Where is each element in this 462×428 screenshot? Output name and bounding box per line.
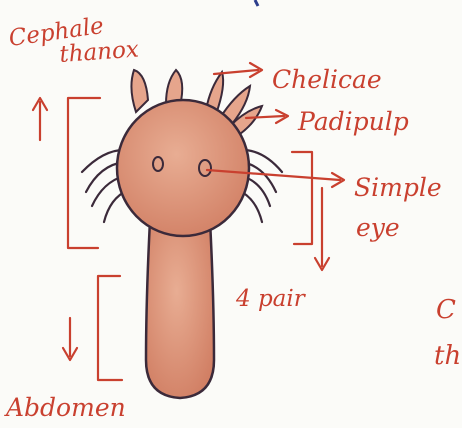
label-simple-eye-line2: eye (356, 213, 400, 242)
label-cephalothorax-line2: thanox (59, 37, 140, 68)
label-abdomen: Abdomen (4, 393, 126, 422)
bracket-legs (292, 152, 312, 244)
label-chelicerae: Chelicae (272, 65, 382, 94)
label-pedipalp: Padipulp (297, 107, 409, 136)
abdomen-shape (146, 220, 214, 398)
label-simple-eye-line1: Simple (354, 173, 442, 202)
chelicera-left (131, 70, 148, 112)
label-cut-text-1: C (436, 295, 456, 325)
bracket-cephalothorax (68, 98, 100, 248)
label-legs: 4 pair (235, 286, 307, 312)
bracket-abdomen (98, 276, 122, 380)
blue-mark (255, 0, 258, 6)
cephalothorax-shape (117, 100, 249, 236)
pointer-chelicerae (214, 70, 258, 74)
label-cut-text-2: th (434, 341, 461, 371)
